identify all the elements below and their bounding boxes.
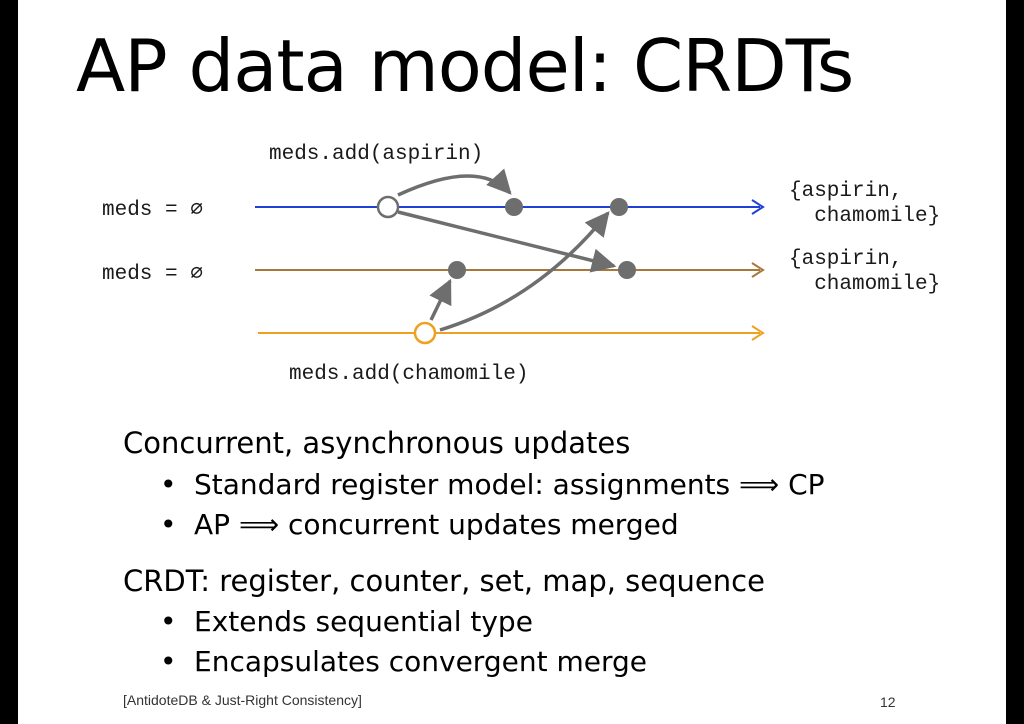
replica-1-result-line-1: {aspirin, [789, 180, 903, 203]
bullet-text: Standard register model: assignments ⟹ C… [194, 468, 825, 501]
message-arrow-aspirin-local [397, 168, 512, 197]
bullet-dot: • [160, 645, 177, 678]
bullet-dot: • [160, 468, 177, 501]
bullet-ap-merged: • AP ⟹ concurrent updates merged [160, 508, 679, 541]
message-arrow-aspirin-to-brown [397, 210, 617, 273]
bullet-dot: • [160, 605, 177, 638]
bullet-dot: • [160, 508, 177, 541]
replica-2-result-line-2: chamomile} [789, 273, 941, 296]
label-add-chamomile: meds.add(chamomile) [289, 363, 529, 386]
bullet-text: Extends sequential type [194, 605, 533, 638]
page-number: 12 [880, 694, 896, 710]
crdt-diagram [255, 168, 765, 345]
replica-line-brown [255, 262, 765, 278]
replica-2-result-line-1: {aspirin, [789, 248, 903, 271]
bullet-standard-register: • Standard register model: assignments ⟹ … [160, 468, 825, 501]
event-brown-merge-2 [618, 261, 636, 279]
slide: AP data model: CRDTs [18, 0, 1006, 724]
event-blue-merge-2 [610, 198, 628, 216]
message-arrow-chamomile-to-brown [429, 278, 452, 321]
slide-title: AP data model: CRDTs [76, 24, 854, 108]
event-blue-merge-1 [505, 198, 523, 216]
bullet-text: Encapsulates convergent merge [194, 645, 647, 678]
origin-event-aspirin [376, 195, 400, 219]
replica-1-initial-state: meds = ∅ [102, 199, 203, 222]
event-brown-merge-1 [448, 261, 466, 279]
message-arrow-chamomile-to-blue [439, 211, 610, 332]
label-add-aspirin: meds.add(aspirin) [269, 143, 484, 166]
origin-event-chamomile [413, 321, 437, 345]
footer-citation: [AntidoteDB & Just-Right Consistency] [123, 692, 362, 708]
bullet-extends-type: • Extends sequential type [160, 605, 533, 638]
section-heading-concurrent-updates: Concurrent, asynchronous updates [123, 426, 631, 460]
replica-line-orange [258, 325, 765, 341]
bullet-convergent-merge: • Encapsulates convergent merge [160, 645, 647, 678]
bullet-text: AP ⟹ concurrent updates merged [194, 508, 679, 541]
replica-1-result-line-2: chamomile} [789, 205, 941, 228]
replica-2-initial-state: meds = ∅ [102, 263, 203, 286]
section-heading-crdt-types: CRDT: register, counter, set, map, seque… [123, 564, 765, 598]
